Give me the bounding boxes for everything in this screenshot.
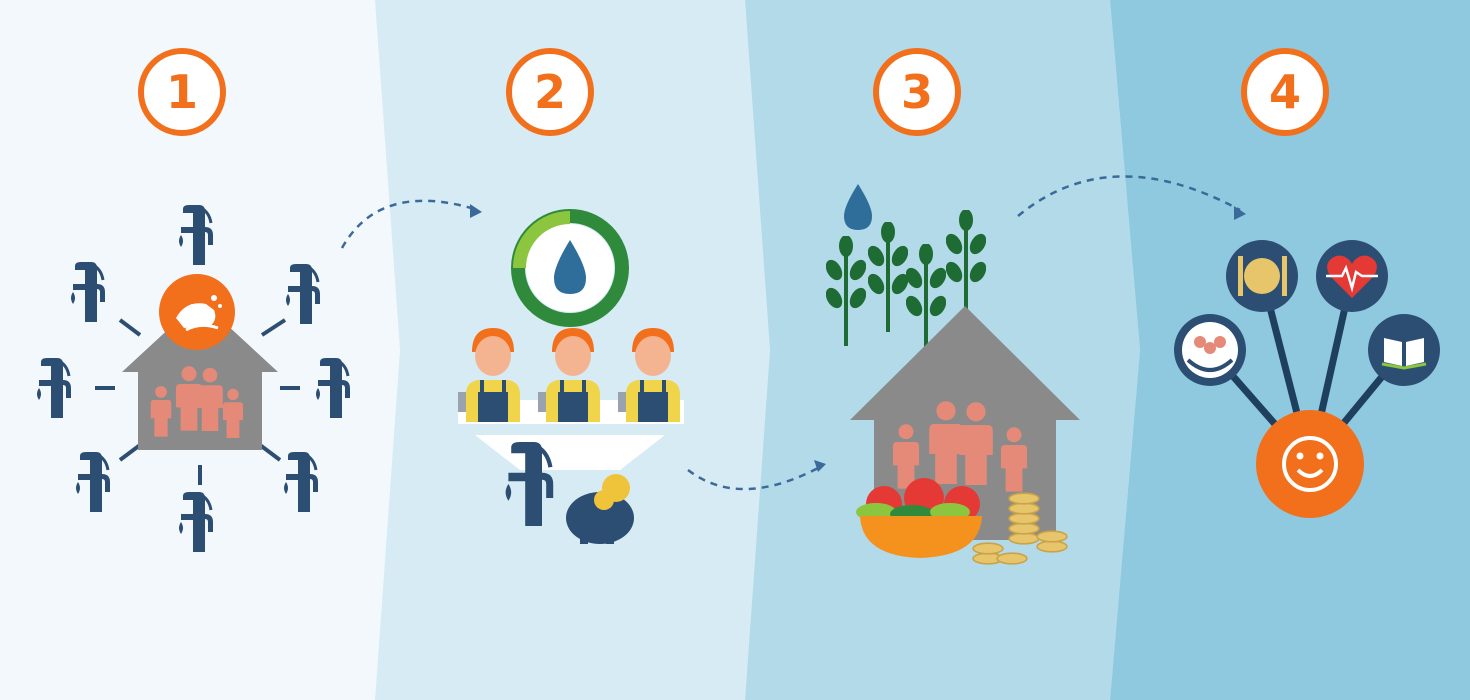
- panel-4: [1110, 0, 1470, 700]
- step-4-illustration: [1174, 240, 1440, 518]
- step-badge-2: 2: [506, 48, 594, 136]
- flow-arrows: [340, 175, 1241, 491]
- step-3-illustration: [826, 184, 1080, 565]
- step-number: 3: [900, 65, 933, 119]
- arrow-3-to-4: [1017, 175, 1241, 217]
- meal-icon: [1226, 240, 1298, 312]
- handwashing-icon: [159, 274, 235, 350]
- smiley-icon: [1256, 410, 1364, 518]
- step-badge-3: 3: [873, 48, 961, 136]
- piggy-bank-icon: [566, 474, 634, 544]
- water-drop-icon: [554, 240, 586, 294]
- step-1-illustration: [35, 205, 352, 552]
- book-icon: [1368, 314, 1440, 386]
- step-number: 2: [533, 65, 566, 119]
- arrow-2-to-3: [687, 464, 823, 491]
- mechanic-icon-group: [466, 328, 680, 422]
- water-drop-icon: [844, 184, 872, 230]
- heartbeat-icon: [1316, 240, 1388, 312]
- arrow-1-to-2: [340, 199, 479, 249]
- water-drop-ring-icon: [511, 209, 629, 327]
- step-2-illustration: [458, 209, 684, 544]
- step-number: 1: [165, 65, 198, 119]
- vegetables-icon: [856, 478, 982, 558]
- step-number: 4: [1268, 65, 1301, 119]
- care-hands-icon: [1174, 314, 1246, 386]
- step-badge-4: 4: [1241, 48, 1329, 136]
- step-badge-1: 1: [138, 48, 226, 136]
